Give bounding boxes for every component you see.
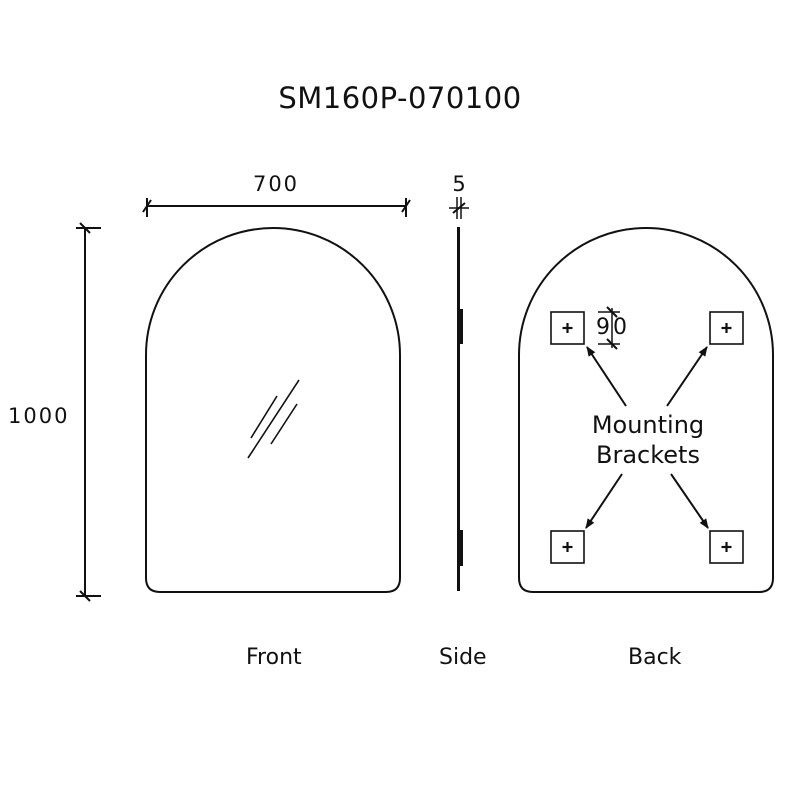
arrow-icon	[666, 346, 708, 407]
front-view	[145, 227, 401, 593]
plus-icon	[562, 542, 573, 552]
callout-line-1: Mounting	[591, 411, 705, 439]
bracket-offset-label: 90	[596, 315, 630, 340]
bracket-offset-dimension	[598, 306, 620, 350]
view-label-back: Back	[628, 645, 682, 670]
dimension-tick-icon	[142, 199, 152, 213]
back-mirror-outline	[518, 227, 774, 593]
glass-reflection-icon	[247, 379, 300, 459]
side-view	[457, 227, 463, 591]
dimension-tick-icon	[606, 306, 618, 318]
height-dimension-label: 1000	[8, 404, 70, 428]
back-view	[518, 227, 774, 593]
thickness-dimension-label: 5	[452, 172, 466, 196]
width-dimension-label: 700	[252, 172, 300, 196]
plus-icon	[721, 323, 732, 333]
callout-arrows	[585, 346, 709, 529]
front-mirror-outline	[145, 227, 401, 593]
bracket-top-left	[550, 311, 585, 345]
view-label-side: Side	[439, 645, 487, 670]
dimension-tick-icon	[452, 202, 466, 214]
bracket-bottom-right	[709, 530, 744, 564]
drawing-title: SM160P-070100	[278, 81, 522, 115]
bracket-top-right	[709, 311, 744, 345]
side-bracket-bottom	[458, 530, 463, 566]
callout-line-2: Brackets	[596, 441, 700, 469]
mounting-brackets-callout: Mounting Brackets	[560, 410, 736, 470]
dimension-tick-icon	[606, 338, 618, 350]
thickness-dimension-line	[449, 197, 469, 219]
dimension-tick-icon	[401, 199, 411, 213]
plus-icon	[721, 542, 732, 552]
dimension-tick-icon	[79, 222, 91, 234]
view-label-front: Front	[246, 645, 302, 670]
arrow-icon	[670, 473, 709, 529]
side-bracket-top	[458, 309, 463, 344]
arrow-icon	[586, 346, 627, 407]
bracket-bottom-left	[550, 530, 585, 564]
plus-icon	[562, 323, 573, 333]
width-dimension-line	[142, 198, 411, 217]
arrow-icon	[585, 473, 623, 529]
height-dimension-line	[76, 222, 101, 602]
dimension-tick-icon	[79, 590, 91, 602]
